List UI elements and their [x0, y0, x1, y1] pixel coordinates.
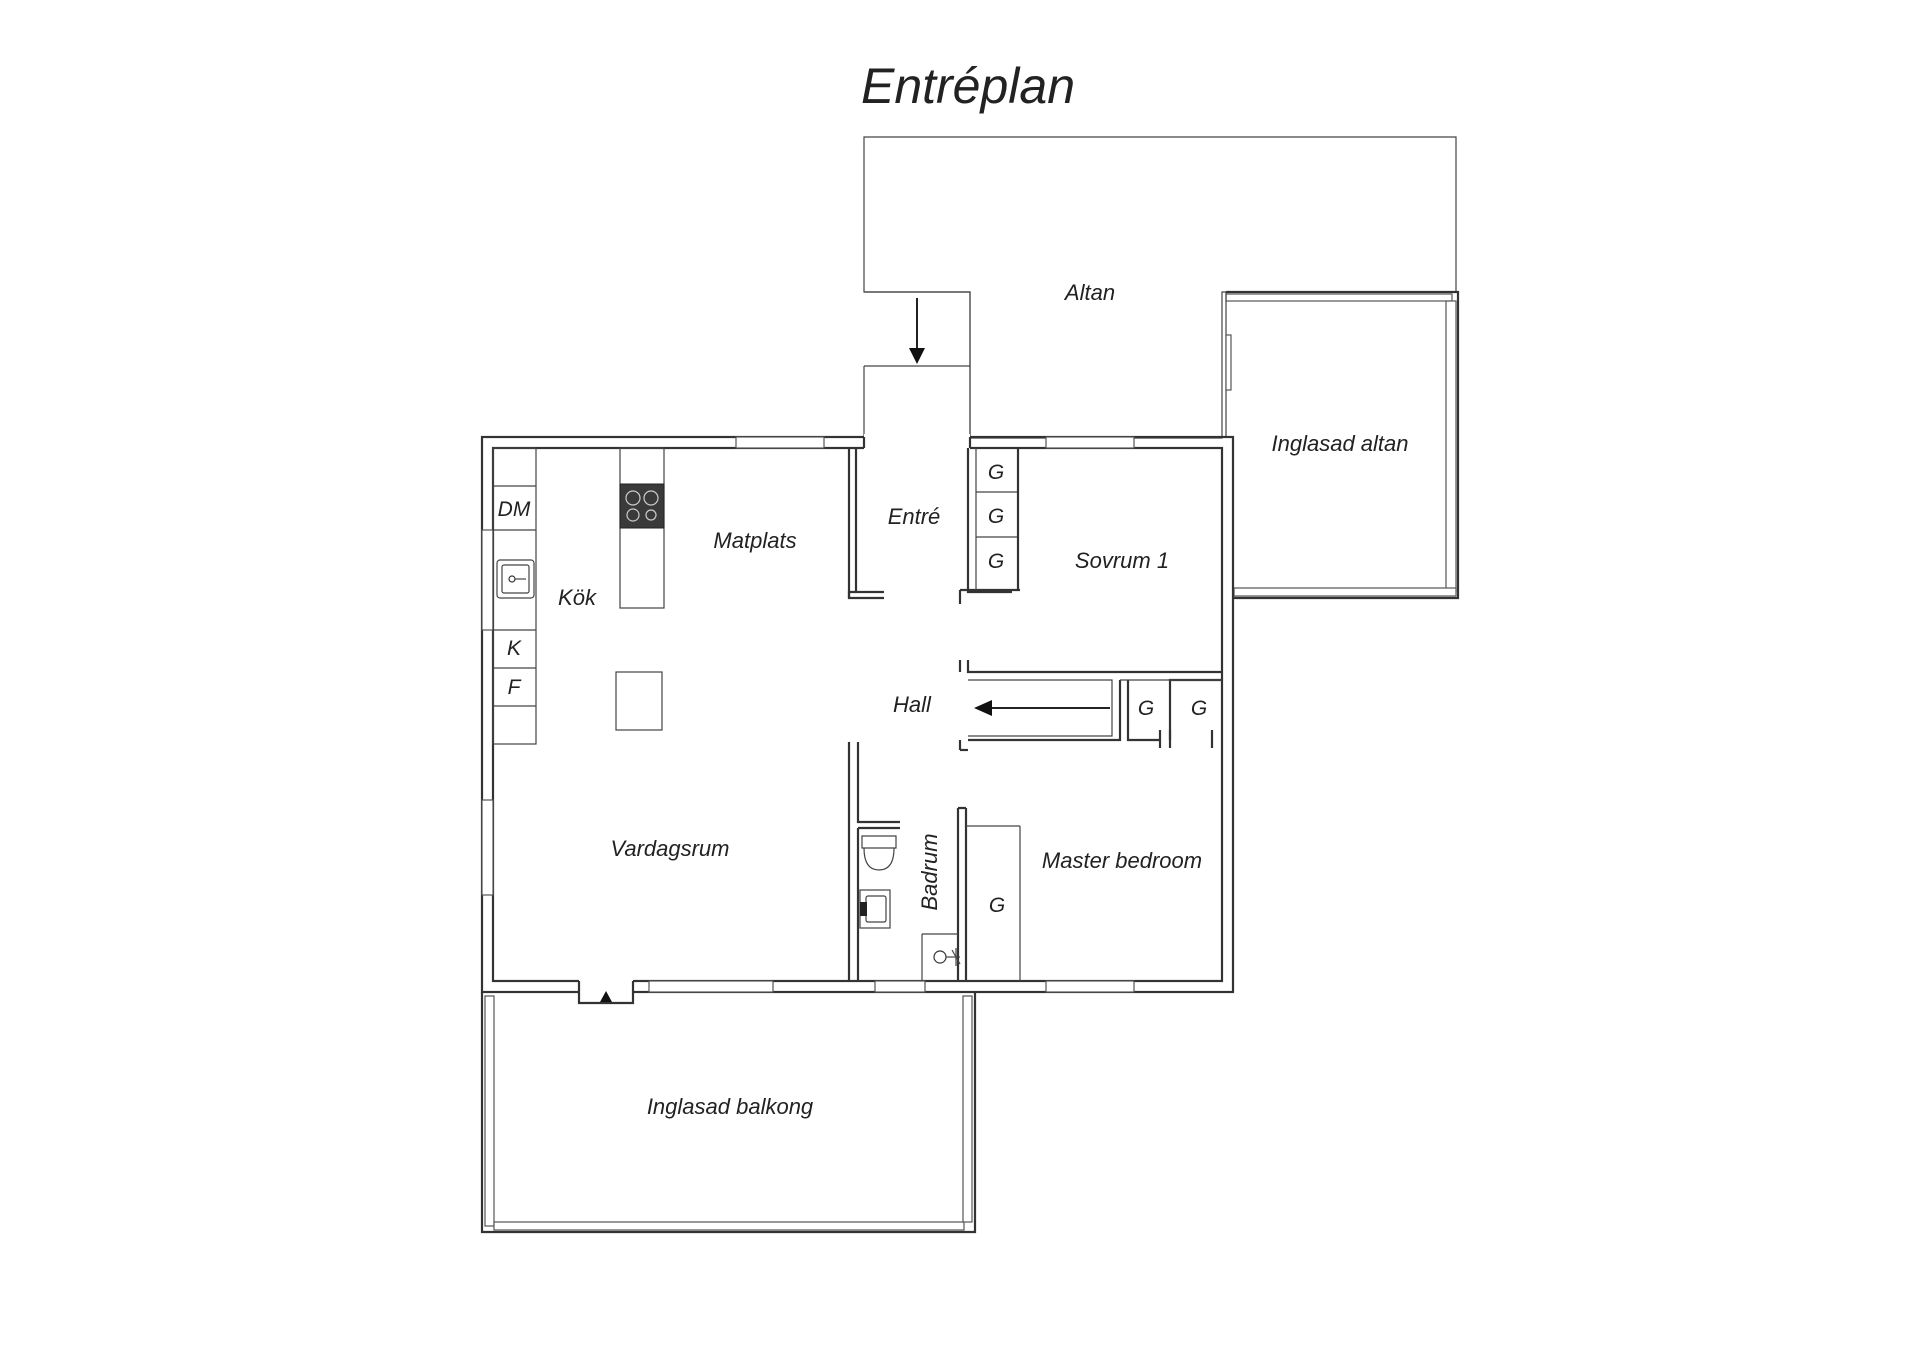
toilet-icon	[861, 835, 897, 871]
label-closet-g-4: G	[1138, 697, 1154, 720]
arrow-down-icon	[909, 298, 925, 364]
inglasad-altan	[1225, 290, 1460, 600]
room-label-vardagsrum: Vardagsrum	[610, 836, 729, 861]
bath-sink-icon	[859, 889, 891, 929]
shower-icon	[933, 948, 961, 966]
sink-icon	[496, 559, 535, 599]
page-title: Entréplan	[861, 58, 1075, 114]
label-fridge-k: K	[507, 637, 522, 660]
room-label-inglasad-altan: Inglasad altan	[1272, 431, 1409, 456]
room-label-matplats: Matplats	[713, 528, 796, 553]
altan-deck	[863, 136, 1457, 439]
room-label-inglasad-balkong: Inglasad balkong	[647, 1094, 814, 1119]
label-closet-g-5: G	[1191, 697, 1207, 720]
room-label-master-bedroom: Master bedroom	[1042, 848, 1202, 873]
label-closet-g-3: G	[988, 550, 1004, 573]
label-closet-g-6: G	[989, 894, 1005, 917]
interior-walls	[847, 448, 1222, 981]
room-label-sovrum1: Sovrum 1	[1075, 548, 1169, 573]
room-label-altan: Altan	[1063, 280, 1115, 305]
dining-table	[615, 671, 663, 731]
label-closet-g-2: G	[988, 505, 1004, 528]
inglasad-balkong	[480, 992, 977, 1234]
label-closet-g-1: G	[988, 461, 1004, 484]
label-freezer-f: F	[508, 676, 522, 699]
kitchen-counter	[492, 447, 537, 745]
room-label-hall: Hall	[893, 692, 932, 717]
house-outline	[480, 434, 1235, 1005]
room-label-kok: Kök	[558, 585, 597, 610]
label-dishwasher: DM	[498, 498, 531, 521]
room-label-badrum: Badrum	[917, 833, 942, 910]
stove-icon	[619, 447, 665, 609]
room-label-entre: Entré	[888, 504, 941, 529]
